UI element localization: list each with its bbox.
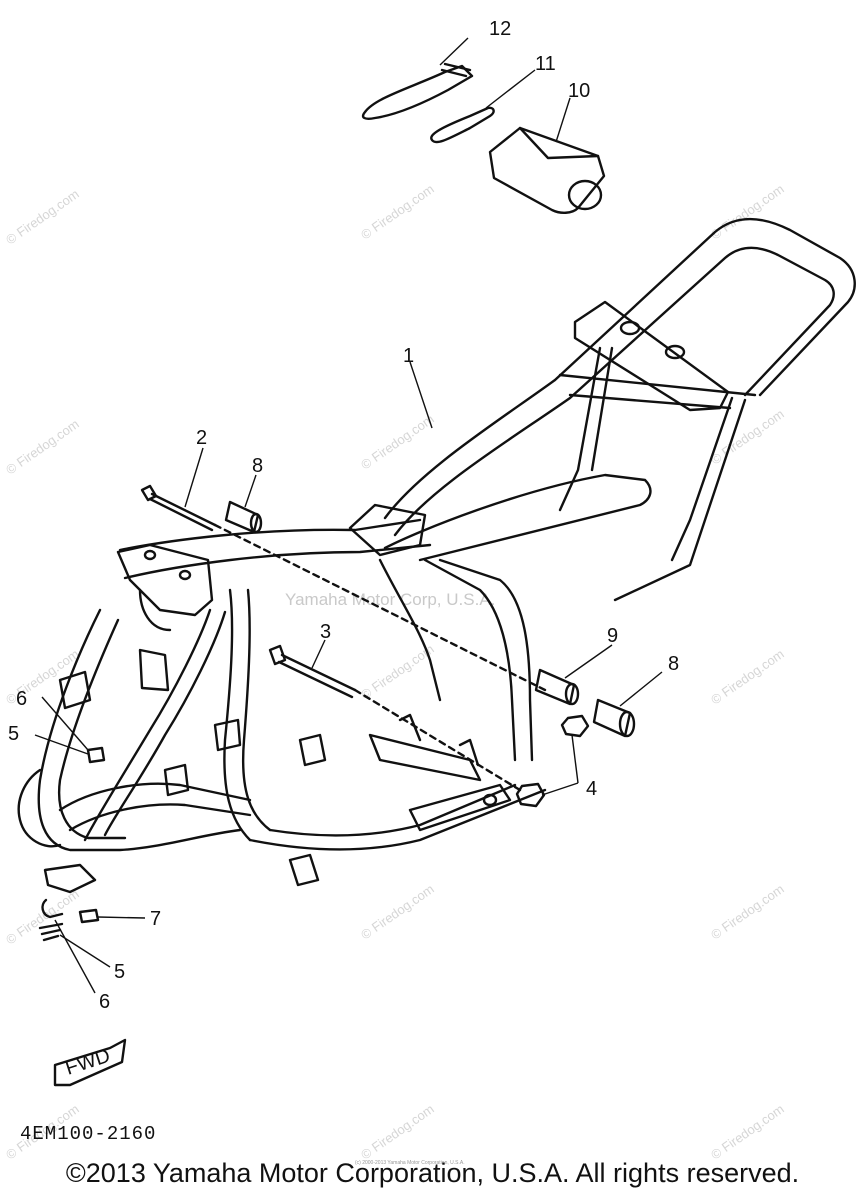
tiny-copyright: (c) 2000-2013 Yamaha Motor Corporation, … [355,1160,465,1166]
leader-lines [34,37,663,994]
hardware-parts [38,484,636,942]
copyright-footer: ©2013 Yamaha Motor Corporation, U.S.A. A… [65,1158,800,1188]
watermark: © Firedog.com [708,1101,787,1162]
watermark: © Firedog.com [708,646,787,707]
callout-6-lower: 6 [99,991,110,1013]
callout-5-upper: 5 [8,723,19,745]
callout-10: 10 [568,80,590,102]
fwd-label: FWD [63,1045,113,1080]
callout-7: 7 [150,908,161,930]
callout-9: 9 [607,625,618,647]
callout-4: 4 [586,778,597,800]
callout-11: 11 [535,53,556,75]
watermark: © Firedog.com [3,186,82,247]
watermark: © Firedog.com [358,181,437,242]
callout-3: 3 [320,621,331,643]
watermark: © Firedog.com [358,641,437,702]
fwd-arrow [53,1038,127,1087]
callout-12: 12 [489,18,511,40]
callout-5-lower: 5 [114,961,125,983]
watermark: © Firedog.com [708,181,787,242]
center-watermark: Yamaha Motor Corp, U.S.A. [285,590,495,609]
tool-kit-parts [361,62,606,214]
callout-2: 2 [196,427,207,449]
watermark: © Firedog.com [358,1101,437,1162]
watermark: © Firedog.com [708,881,787,942]
watermark: © Firedog.com [3,886,82,947]
part-code: 4EM100-2160 [20,1123,157,1145]
watermark: © Firedog.com [358,411,437,472]
callout-8-upper: 8 [252,455,263,477]
callout-8-lower: 8 [668,653,679,675]
main-frame [17,217,856,894]
callout-6-upper: 6 [16,688,27,710]
watermark: © Firedog.com [3,416,82,477]
callout-1: 1 [403,345,414,367]
watermark: © Firedog.com [358,881,437,942]
callout-numbers: 12 11 10 1 2 8 3 9 8 4 6 5 7 5 6 [8,18,679,1013]
